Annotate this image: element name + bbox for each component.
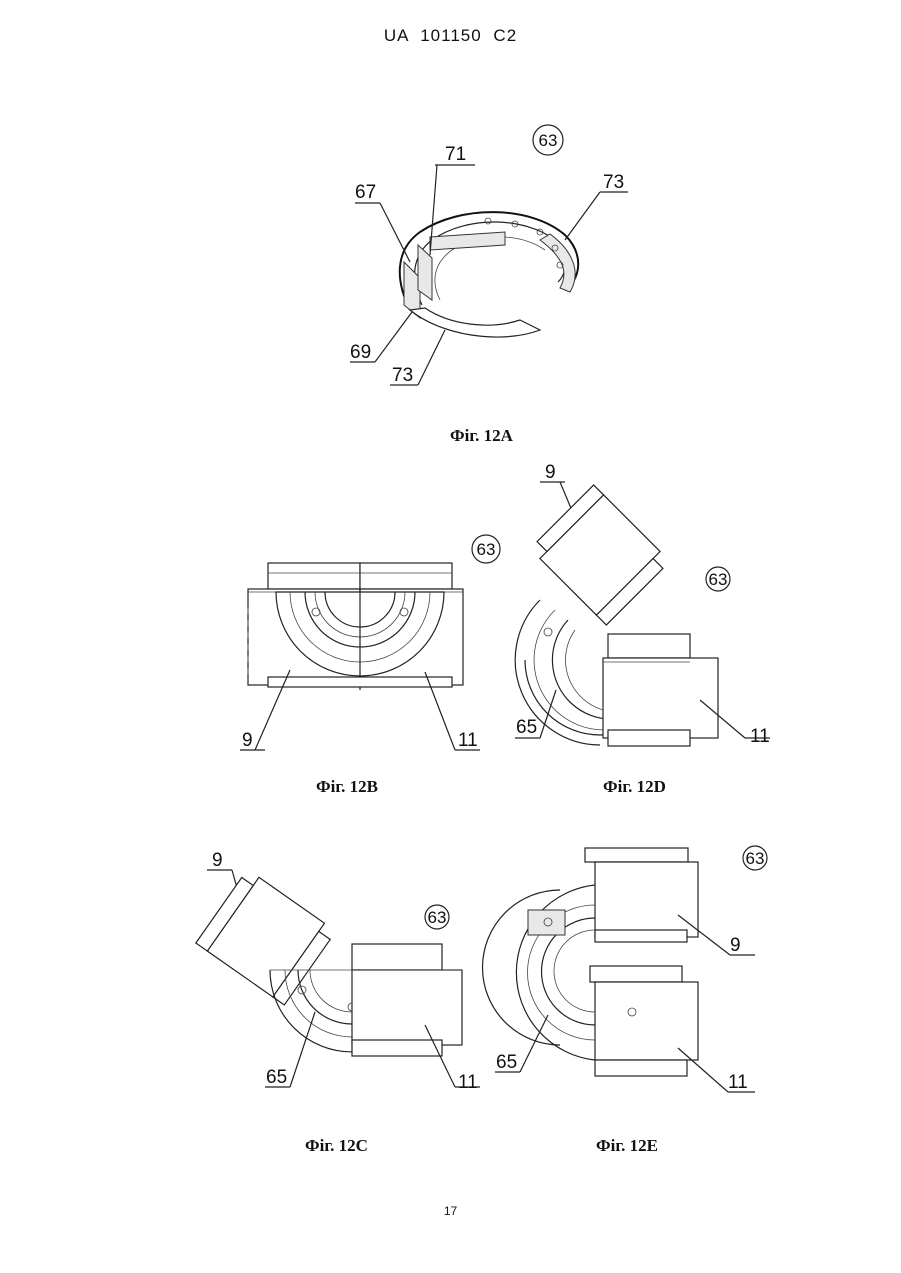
page-number: 17	[0, 1204, 901, 1218]
label-63: 63	[746, 849, 765, 868]
label-11: 11	[728, 1072, 748, 1093]
label-9: 9	[730, 935, 741, 956]
caption-fig-12e: Фіг. 12Е	[596, 1136, 658, 1156]
label-65: 65	[496, 1052, 517, 1073]
